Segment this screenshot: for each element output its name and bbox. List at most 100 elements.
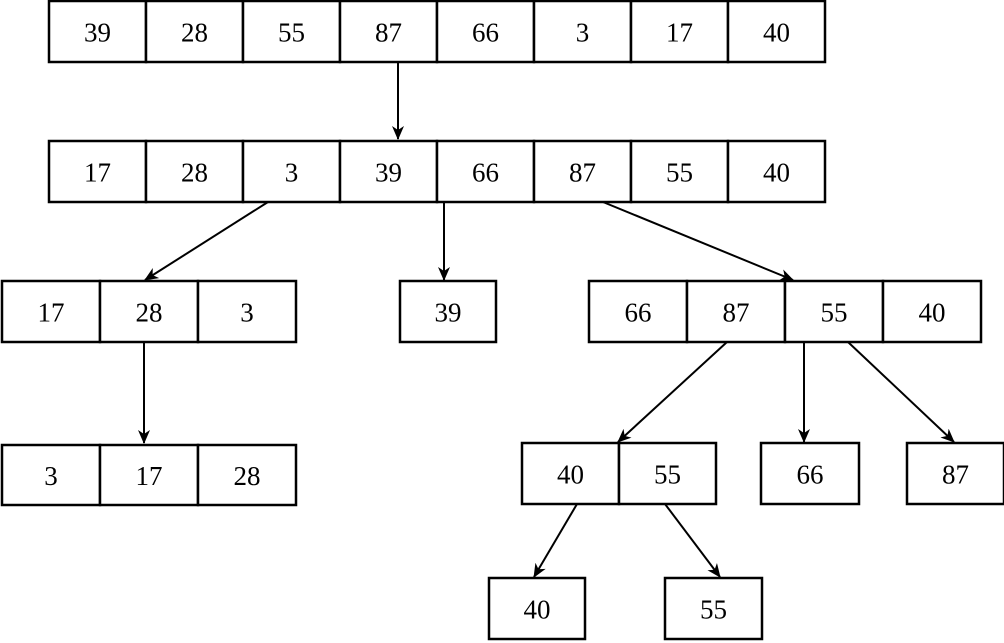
cell-box <box>726 139 827 204</box>
cell-box <box>435 0 536 64</box>
cell-value: 40 <box>763 158 790 188</box>
array-cell: 55 <box>663 576 764 641</box>
array-row-right-pivot-66: 66 <box>759 441 861 506</box>
array-cell: 40 <box>881 279 983 344</box>
array-cell: 40 <box>726 0 827 64</box>
cell-value: 17 <box>666 18 693 48</box>
array-row-initial: 39 28 55 87 66 3 17 40 <box>47 0 827 64</box>
cell-value: 40 <box>524 595 551 625</box>
array-cell: 28 <box>144 0 245 64</box>
cell-box <box>520 441 621 506</box>
arrow <box>847 341 955 443</box>
cell-box <box>663 576 764 641</box>
array-cell: 39 <box>338 139 439 204</box>
array-cell: 66 <box>587 279 689 344</box>
array-row-left-part: 17 28 3 <box>0 279 298 344</box>
cell-box <box>144 139 245 204</box>
array-cell: 17 <box>98 443 200 507</box>
array-cell: 40 <box>726 139 827 204</box>
cell-box <box>617 441 718 506</box>
cell-value: 55 <box>278 18 305 48</box>
cell-box <box>338 0 439 64</box>
array-cell: 17 <box>0 279 102 344</box>
cell-value: 55 <box>700 595 727 625</box>
array-row-right-left-part: 40 55 <box>520 441 718 506</box>
array-cell: 87 <box>905 441 1004 506</box>
cell-value: 39 <box>435 298 462 328</box>
cell-value: 87 <box>569 158 596 188</box>
cell-box <box>726 0 827 64</box>
array-cell: 17 <box>629 0 730 64</box>
cell-value: 39 <box>84 18 111 48</box>
cell-value: 66 <box>472 18 499 48</box>
arrow <box>664 503 721 578</box>
cell-value: 39 <box>375 158 402 188</box>
array-row-right-part: 66 87 55 40 <box>587 279 983 344</box>
cell-value: 28 <box>136 298 163 328</box>
array-cell: 3 <box>0 443 102 507</box>
arrow <box>144 201 269 281</box>
cell-value: 40 <box>919 298 946 328</box>
cell-box <box>905 441 1004 506</box>
cell-value: 87 <box>375 18 402 48</box>
array-row-pivot: 39 <box>398 279 498 344</box>
cell-box <box>0 443 102 507</box>
cell-box <box>196 443 298 507</box>
cell-box <box>532 139 633 204</box>
array-cell: 55 <box>629 139 730 204</box>
cell-box <box>241 139 342 204</box>
cell-box <box>629 139 730 204</box>
arrow <box>533 503 578 578</box>
cell-value: 87 <box>942 460 969 490</box>
cell-box <box>47 139 148 204</box>
array-cell: 66 <box>435 139 536 204</box>
cell-box <box>144 0 245 64</box>
cell-value: 17 <box>84 158 111 188</box>
cell-value: 28 <box>181 158 208 188</box>
cell-value: 3 <box>240 298 254 328</box>
cell-value: 66 <box>797 460 824 490</box>
array-cell: 55 <box>617 441 718 506</box>
array-cell: 55 <box>241 0 342 64</box>
array-cell: 28 <box>98 279 200 344</box>
cell-value: 55 <box>666 158 693 188</box>
array-cell: 87 <box>685 279 787 344</box>
cell-value: 28 <box>181 18 208 48</box>
cell-box <box>532 0 633 64</box>
cell-value: 28 <box>234 461 261 491</box>
array-cell: 39 <box>47 0 148 64</box>
cell-box <box>629 0 730 64</box>
cell-value: 17 <box>38 298 65 328</box>
array-row-final-40: 40 <box>487 576 587 641</box>
cell-value: 55 <box>821 298 848 328</box>
cell-value: 40 <box>557 460 584 490</box>
array-cell: 87 <box>532 139 633 204</box>
cell-value: 3 <box>285 158 299 188</box>
cell-value: 55 <box>654 460 681 490</box>
array-cell: 66 <box>759 441 861 506</box>
cell-value: 40 <box>763 18 790 48</box>
array-cell: 66 <box>435 0 536 64</box>
arrows-layer <box>138 62 955 578</box>
cell-box <box>241 0 342 64</box>
cell-value: 87 <box>723 298 750 328</box>
array-cell: 17 <box>47 139 148 204</box>
array-row-right-pivot-87: 87 <box>905 441 1004 506</box>
cell-box <box>759 441 861 506</box>
array-cell: 87 <box>338 0 439 64</box>
cell-box <box>487 576 587 641</box>
array-cell: 40 <box>487 576 587 641</box>
array-cell: 55 <box>783 279 885 344</box>
array-row-final-55: 55 <box>663 576 764 641</box>
array-cell: 3 <box>532 0 633 64</box>
array-cell: 28 <box>196 443 298 507</box>
array-cell: 28 <box>144 139 245 204</box>
arrow <box>617 341 728 443</box>
cell-box <box>0 279 102 344</box>
cell-box <box>587 279 689 344</box>
arrow <box>602 201 794 281</box>
cell-box <box>98 443 200 507</box>
